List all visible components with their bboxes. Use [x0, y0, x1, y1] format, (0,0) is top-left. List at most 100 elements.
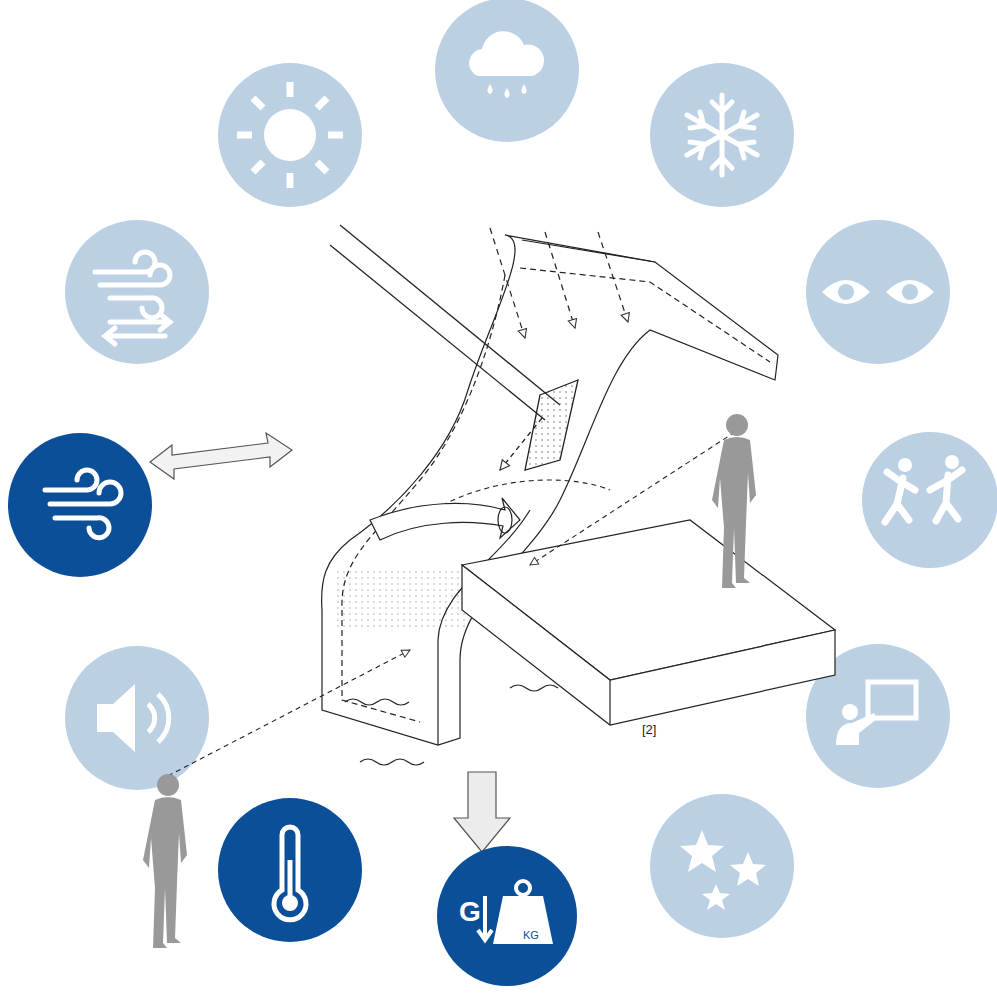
drawing-path	[50, 482, 121, 504]
drawing-circle	[65, 646, 209, 790]
load-arrow	[454, 772, 510, 852]
platform	[462, 520, 835, 725]
drawing-path	[342, 275, 505, 722]
surface-texture	[335, 570, 465, 630]
drawing-line	[317, 98, 327, 108]
drawing-path	[712, 102, 732, 168]
airflow-arrow	[370, 498, 520, 540]
drawing-path	[522, 240, 655, 262]
drawing-path	[360, 759, 424, 765]
gravity-load-circle: G KG	[437, 846, 577, 986]
drawing-path	[45, 470, 97, 490]
weight-body	[493, 896, 553, 944]
drawing-path	[97, 684, 135, 752]
drawing-path	[274, 827, 306, 920]
presentation-icon	[836, 682, 916, 745]
drawing-line	[500, 418, 542, 470]
drawing-path	[462, 565, 835, 725]
drawing-line	[317, 162, 327, 172]
drawing-path	[158, 694, 169, 742]
drawing-line	[253, 98, 263, 108]
drawing-path	[712, 437, 756, 588]
icon-circles	[65, 0, 997, 938]
sun-icon	[237, 82, 343, 188]
drawing-path	[95, 252, 155, 272]
flow-ring	[498, 507, 512, 533]
drawing-circle	[838, 284, 854, 300]
gravity-letter: G	[459, 898, 481, 926]
drawing-path	[690, 112, 754, 158]
drawing-line	[687, 115, 757, 155]
person-silhouette	[143, 414, 756, 948]
drawing-path	[143, 797, 187, 948]
callout-number: [2]	[640, 722, 658, 737]
drawing-path	[55, 518, 109, 538]
precipitation-arrows	[490, 228, 628, 338]
drawing-path	[345, 699, 409, 705]
drawing-path	[690, 112, 754, 158]
drawing-circle	[806, 220, 950, 364]
drawing-path	[105, 328, 165, 344]
drawing-circle	[842, 704, 858, 720]
drawing-path	[505, 88, 510, 98]
drawing-line	[288, 860, 293, 900]
weight-symbol	[437, 846, 577, 986]
drawing-path	[110, 298, 162, 318]
air-exchange-arrow	[150, 433, 292, 479]
drawing-line	[340, 225, 560, 405]
drawing-path	[885, 472, 915, 522]
stars-icon	[680, 830, 766, 910]
drawing-path	[100, 265, 170, 285]
drawing-circle	[264, 109, 316, 161]
drawing-path	[148, 704, 155, 732]
weight-handle	[516, 881, 530, 895]
drawing-path	[510, 685, 558, 691]
drawing-circle	[218, 798, 362, 942]
drawing-circle	[902, 284, 918, 300]
drawing-circle	[862, 432, 997, 568]
drawing-path	[110, 314, 170, 330]
drawing-polygon	[525, 380, 578, 470]
sight-lines	[160, 432, 735, 780]
drawing-line	[253, 162, 263, 172]
solar-radiation-arrows	[330, 225, 578, 470]
drawing-path	[609, 680, 610, 725]
drawing-line	[328, 132, 343, 139]
dancers-icon	[885, 455, 962, 522]
drawing-rect	[868, 682, 916, 718]
drawing-circle	[726, 414, 748, 436]
drawing-line	[490, 228, 525, 338]
thermometer-icon	[274, 827, 306, 920]
drawing-circle	[945, 455, 959, 469]
drawing-line	[687, 115, 757, 155]
drawing-line	[287, 173, 294, 188]
drawing-path	[520, 268, 770, 362]
drawing-polygon	[702, 884, 730, 910]
wind-exchange-icon	[95, 252, 170, 344]
drawing-circle	[218, 63, 362, 207]
drawing-circle	[898, 458, 912, 472]
drawing-path	[930, 470, 962, 521]
drawing-line	[545, 232, 575, 328]
drawing-line	[598, 232, 628, 322]
drawing-path	[522, 84, 527, 94]
weight-unit: KG	[523, 930, 539, 941]
drawing-line	[237, 132, 252, 139]
drawing-path	[469, 31, 544, 76]
speaker-icon	[97, 684, 169, 752]
drawing-polygon	[680, 830, 724, 872]
drawing-path	[488, 84, 493, 94]
drawing-line	[330, 245, 545, 420]
drawing-path	[836, 713, 877, 745]
drawing-circle	[8, 433, 152, 577]
drawing-circle	[650, 63, 794, 207]
drawing-line	[530, 432, 735, 565]
drawing-circle	[65, 220, 209, 364]
rain-icon	[469, 31, 544, 98]
active-icon-circles	[8, 433, 362, 942]
drawing-circle	[157, 774, 179, 796]
drawing-path	[886, 280, 934, 304]
wind-icon	[45, 470, 121, 538]
drawing-path	[822, 280, 870, 304]
